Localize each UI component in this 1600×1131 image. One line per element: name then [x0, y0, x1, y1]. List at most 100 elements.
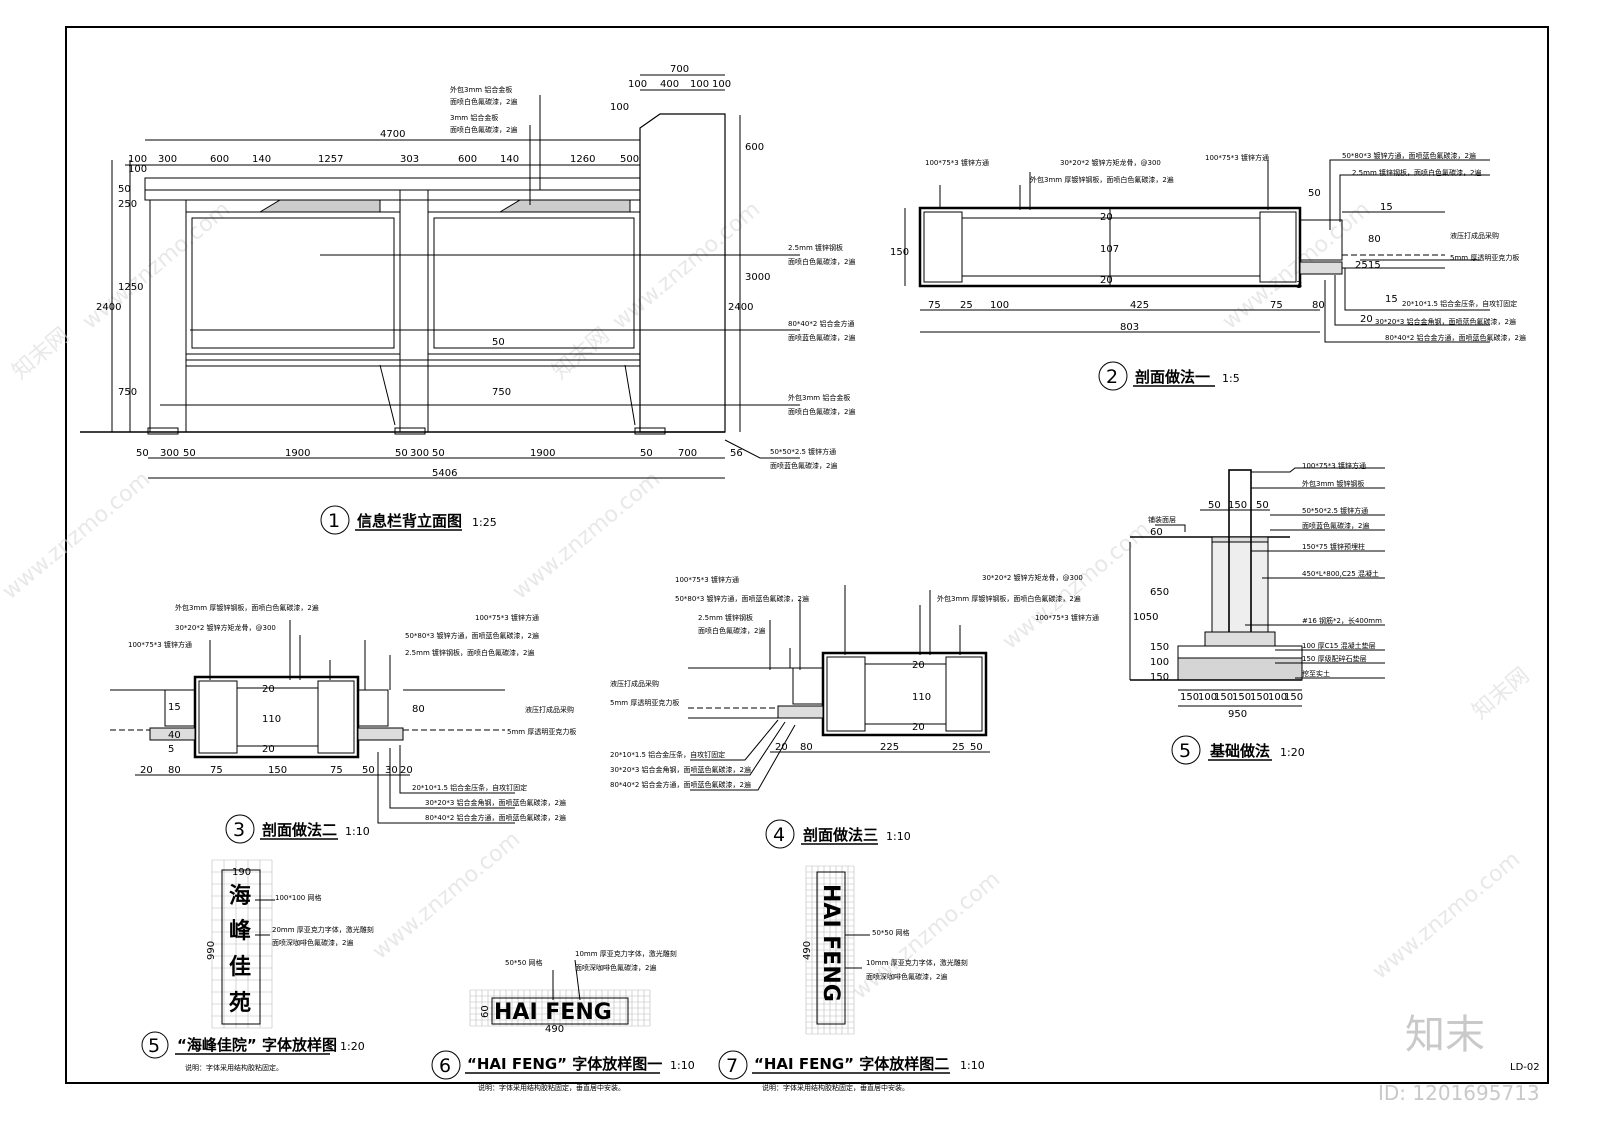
section-3-caption: 4 剖面做法三 1:10	[765, 819, 911, 849]
view-number-circle	[320, 505, 350, 535]
dim-text: 50	[432, 448, 445, 459]
note: 外包3mm 厚镀锌钢板，面喷白色氟碳漆，2遍	[175, 603, 319, 612]
note: 10mm 厚亚克力字体，激光雕刻	[866, 958, 968, 967]
dim-text: 20	[912, 660, 925, 671]
dim-text: 100	[690, 79, 709, 90]
note: 30*20*2 镀锌方矩龙骨，@300	[175, 623, 276, 632]
dim-text: 20	[775, 742, 788, 753]
elevation-view	[80, 74, 800, 479]
dim-text: 250	[118, 199, 137, 210]
note: 80*40*2 铝合金方通	[788, 319, 855, 328]
dim-text: 50	[362, 765, 375, 776]
view-scale: 1:10	[960, 1059, 985, 1072]
view-number: 5	[1179, 740, 1191, 762]
dim-text: 500	[620, 154, 639, 165]
note: 30*20*2 镀锌方矩龙骨，@300	[1060, 158, 1161, 167]
dim-text: 490	[802, 941, 813, 960]
dim-text: 100	[128, 154, 147, 165]
view-number-circle	[431, 1050, 461, 1080]
dim-text: 50	[136, 448, 149, 459]
watermark-site: www.znzmo.com	[368, 827, 525, 965]
foundation-view	[1129, 467, 1385, 707]
latin-text: HAI FENG	[494, 1000, 612, 1025]
dim-text: 100	[128, 164, 147, 175]
note: 100*75*3 镀锌方通	[1302, 461, 1366, 470]
dim-text: 1050	[1133, 612, 1158, 623]
view-number: 3	[233, 819, 245, 841]
dim-text: 50	[183, 448, 196, 459]
glyph: 海	[229, 883, 251, 909]
view-scale: 1:5	[1222, 372, 1240, 385]
dim-text: 20	[262, 744, 275, 755]
note: 100*75*3 镀锌方通	[675, 575, 739, 584]
note: 面喷白色氟碳漆，2遍	[450, 125, 517, 134]
dim-text: 20	[1360, 314, 1373, 325]
dim-text: 75	[1270, 300, 1283, 311]
dim-text: 60	[1150, 527, 1163, 538]
dim-text: 600	[210, 154, 229, 165]
dim-text: 100	[1150, 657, 1169, 668]
dim-text: 100	[712, 79, 731, 90]
dim-text: 25	[960, 300, 973, 311]
note: 液压打成品采购	[1450, 231, 1499, 240]
dim-text: 20	[1100, 275, 1113, 286]
note: 3mm 铝合金板	[450, 113, 498, 122]
watermark-logo: 知末	[1405, 1012, 1485, 1058]
remark: 说明：字体采用结构胶粘固定，垂直居中安装。	[762, 1083, 909, 1092]
dim-text: 425	[1130, 300, 1149, 311]
view-number-circle	[1171, 735, 1201, 765]
note: 100*100 网格	[275, 893, 321, 902]
view-number: 4	[773, 824, 785, 846]
note: 外包3mm 厚镀锌钢板，面喷白色氟碳漆，2遍	[1030, 175, 1174, 184]
view-scale: 1:20	[340, 1040, 365, 1053]
note: 面喷蓝色氟碳漆，2遍	[788, 333, 855, 342]
dim-text: 80	[168, 765, 181, 776]
elevation-caption: 1 信息栏背立面图 1:25	[320, 505, 497, 535]
dim-text: 400	[660, 79, 679, 90]
dim-text: 15	[1380, 202, 1393, 213]
note: 50*80*3 镀锌方通，面喷蓝色氟碳漆，2遍	[1342, 151, 1476, 160]
note: 外包3mm 铝合金板	[450, 85, 512, 94]
view-number: 6	[439, 1055, 451, 1077]
dim-total: 5406	[432, 468, 457, 479]
dim-text: 100	[628, 79, 647, 90]
dim-text: 140	[500, 154, 519, 165]
note: 150*75 镀锌预埋柱	[1302, 542, 1365, 551]
view-scale: 1:10	[670, 1059, 695, 1072]
note: 100*75*3 镀锌方通	[475, 613, 539, 622]
foundation-notes: 100*75*3 镀锌方通 外包3mm 镀锌钢板 50*50*2.5 镀锌方通 …	[1148, 461, 1382, 678]
dim-text: 50	[640, 448, 653, 459]
dim-text: 750	[492, 387, 511, 398]
note: 面喷深咖啡色氟碳漆，2遍	[866, 972, 947, 981]
dim-text: 20	[1100, 212, 1113, 223]
watermark-stamp: 知末网	[8, 323, 75, 385]
note: 80*40*2 铝合金方通，面喷蓝色氟碳漆，2遍	[1385, 333, 1526, 342]
dim-text: 20	[912, 722, 925, 733]
note: 100*75*3 镀锌方通	[925, 158, 989, 167]
dim-text: 1900	[530, 448, 555, 459]
note: 100*75*3 镀锌方通	[1035, 613, 1099, 622]
dim-text: 25	[952, 742, 965, 753]
dim-text: 150	[1232, 692, 1251, 703]
dim-text: 107	[1100, 244, 1119, 255]
dim-text: 1260	[570, 154, 595, 165]
dim-text: 50	[118, 184, 131, 195]
dim-text: 750	[118, 387, 137, 398]
glyph: 苑	[229, 991, 251, 1016]
dim-text: 110	[262, 714, 281, 725]
dim-text: 80	[1312, 300, 1325, 311]
elevation-notes: 外包3mm 铝合金板 面喷白色氟碳漆，2遍 3mm 铝合金板 面喷白色氟碳漆，2…	[450, 85, 855, 470]
note: #16 钢筋*2，长400mm	[1302, 616, 1382, 625]
section-1-notes: 100*75*3 镀锌方通 30*20*2 镀锌方矩龙骨，@300 外包3mm …	[925, 151, 1526, 342]
note: 面喷白色氟碳漆，2遍	[698, 626, 765, 635]
foundation-caption: 5 基础做法 1:20	[1171, 735, 1305, 765]
note: 面喷蓝色氟碳漆，2遍	[1302, 521, 1369, 530]
dim-text: 2400	[728, 302, 753, 313]
dim-text: 190	[232, 867, 251, 878]
note: 外包3mm 铝合金板	[788, 393, 850, 402]
watermark-stamp: 知末网	[1468, 663, 1535, 725]
dim-text: 300	[410, 448, 429, 459]
note: 2.5mm 镀锌钢板，面喷白色氟碳漆，2遍	[405, 648, 534, 657]
note: 450*L*800,C25 混凝土	[1302, 569, 1379, 578]
latin-text: HAI FENG	[818, 884, 843, 1002]
